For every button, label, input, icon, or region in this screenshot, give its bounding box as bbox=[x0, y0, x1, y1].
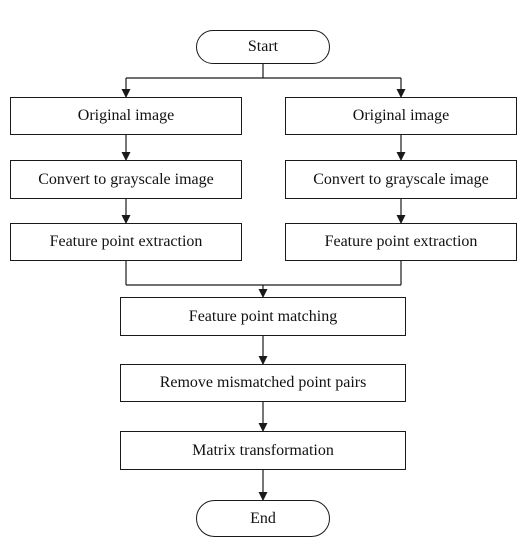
feature-matching-box: Feature point matching bbox=[120, 297, 406, 336]
right-feature-extraction-box: Feature point extraction bbox=[285, 223, 517, 261]
start-node: Start bbox=[196, 30, 330, 64]
right-grayscale-box: Convert to grayscale image bbox=[285, 160, 517, 199]
end-node: End bbox=[196, 500, 330, 537]
left-feature-extraction-box: Feature point extraction bbox=[10, 223, 242, 261]
remove-mismatched-box: Remove mismatched point pairs bbox=[120, 364, 406, 402]
left-original-image-box: Original image bbox=[10, 97, 242, 135]
left-grayscale-box: Convert to grayscale image bbox=[10, 160, 242, 199]
matrix-transformation-box: Matrix transformation bbox=[120, 431, 406, 470]
right-original-image-box: Original image bbox=[285, 97, 517, 135]
